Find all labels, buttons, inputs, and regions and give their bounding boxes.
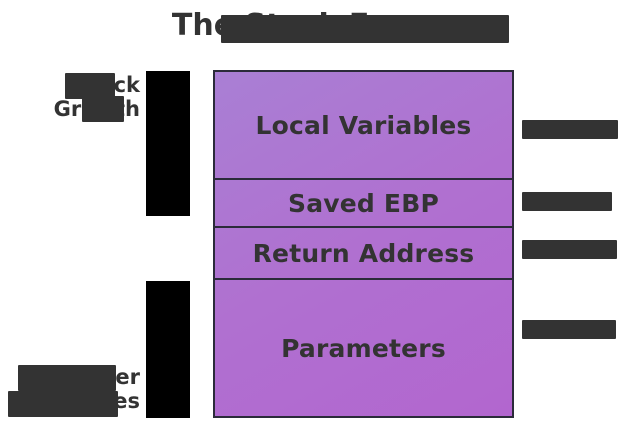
- stack-cell-saved-ebp-label: Saved EBP: [288, 188, 439, 218]
- higher-addresses-redaction-2: [8, 391, 118, 417]
- stack-cell-return-address-label: Return Address: [252, 238, 475, 268]
- stack-cell-local-variables-label: Local Variables: [255, 110, 472, 140]
- right-annotation-1: [522, 120, 618, 139]
- stack-cell-local-variables[interactable]: Local Variables: [215, 72, 512, 178]
- stack-cell-parameters[interactable]: Parameters: [215, 278, 512, 416]
- stack-growth-arrow-icon: [146, 71, 190, 216]
- stack-growth-redaction-1: [65, 73, 115, 99]
- higher-addresses-redaction-1: [18, 365, 116, 391]
- stack-cell-parameters-label: Parameters: [281, 333, 446, 363]
- stack-frame-diagram: Local Variables Saved EBP Return Address…: [213, 70, 514, 418]
- title-redaction-bar: [221, 15, 509, 43]
- right-annotation-4: [522, 320, 616, 339]
- stack-growth-redaction-2: [82, 96, 124, 122]
- right-annotation-2: [522, 192, 612, 211]
- stack-cell-return-address[interactable]: Return Address: [215, 226, 512, 278]
- higher-addresses-arrow-icon: [146, 281, 190, 418]
- stack-cell-saved-ebp[interactable]: Saved EBP: [215, 178, 512, 226]
- right-annotation-3: [522, 240, 617, 259]
